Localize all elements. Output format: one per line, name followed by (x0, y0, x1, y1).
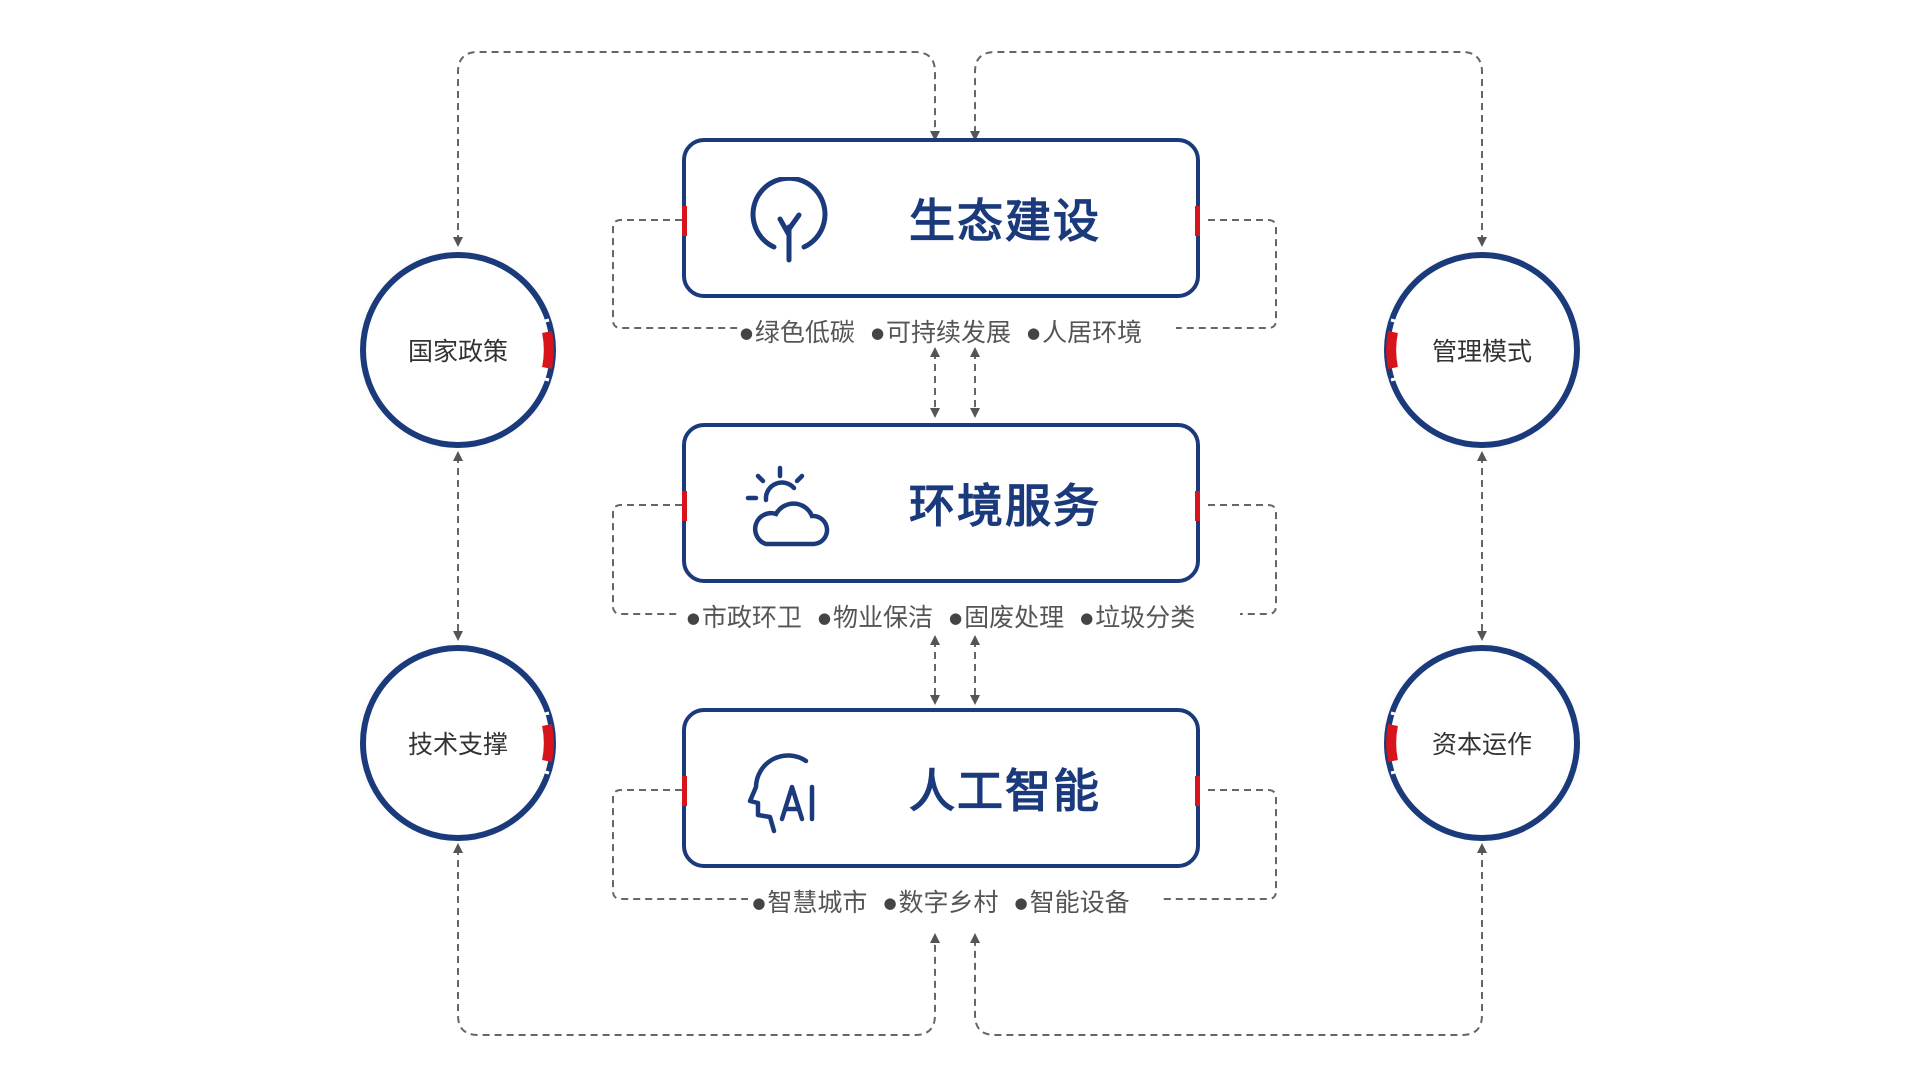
accent-mark (682, 491, 687, 521)
box-subitems: 绿色低碳 可持续发展 人居环境 (682, 313, 1200, 347)
subitem: 固废处理 (949, 598, 1064, 632)
subitem: 垃圾分类 (1080, 598, 1195, 632)
accent-mark (1195, 491, 1200, 521)
subitem: 绿色低碳 (740, 313, 855, 347)
box-subitems: 智慧城市 数字乡村 智能设备 (682, 883, 1200, 917)
sun-cloud-icon (745, 465, 830, 547)
box-title: 生态建设 (909, 194, 1101, 248)
subitem: 智慧城市 (752, 883, 867, 917)
node-ring (1384, 252, 1580, 448)
subitem: 物业保洁 (818, 598, 933, 632)
box-title: 环境服务 (909, 479, 1101, 533)
ai-head-icon (747, 753, 815, 834)
accent-arc (1386, 318, 1400, 382)
node-ring (360, 645, 556, 841)
node-management-mode: 管理模式 (1360, 228, 1604, 472)
center-box-ai: 人工智能 (682, 708, 1200, 868)
accent-mark (682, 206, 687, 236)
subitem: 市政环卫 (687, 598, 802, 632)
subitem: 智能设备 (1015, 883, 1130, 917)
accent-arc (1386, 711, 1400, 775)
subitem: 人居环境 (1027, 313, 1142, 347)
node-label: 管理模式 (1431, 337, 1532, 366)
subitem: 可持续发展 (871, 313, 1011, 347)
center-box-ecology: 生态建设 (682, 138, 1200, 298)
accent-arc (540, 711, 554, 775)
node-ring (1384, 645, 1580, 841)
accent-mark (682, 776, 687, 806)
accent-mark (1195, 206, 1200, 236)
node-capital-operation: 资本运作 (1360, 621, 1604, 865)
center-box-environment: 环境服务 (682, 423, 1200, 583)
node-label: 资本运作 (1431, 730, 1532, 759)
box-title: 人工智能 (909, 764, 1101, 818)
node-tech-support: 技术支撑 (336, 621, 580, 865)
accent-arc (540, 318, 554, 382)
node-ring (360, 252, 556, 448)
tree-icon (750, 177, 828, 263)
accent-mark (1195, 776, 1200, 806)
box-subitems: 市政环卫 物业保洁 固废处理 垃圾分类 (682, 598, 1200, 632)
node-label: 国家政策 (407, 337, 508, 366)
node-label: 技术支撑 (407, 730, 508, 759)
node-national-policy: 国家政策 (336, 228, 580, 472)
subitem: 数字乡村 (883, 883, 999, 917)
